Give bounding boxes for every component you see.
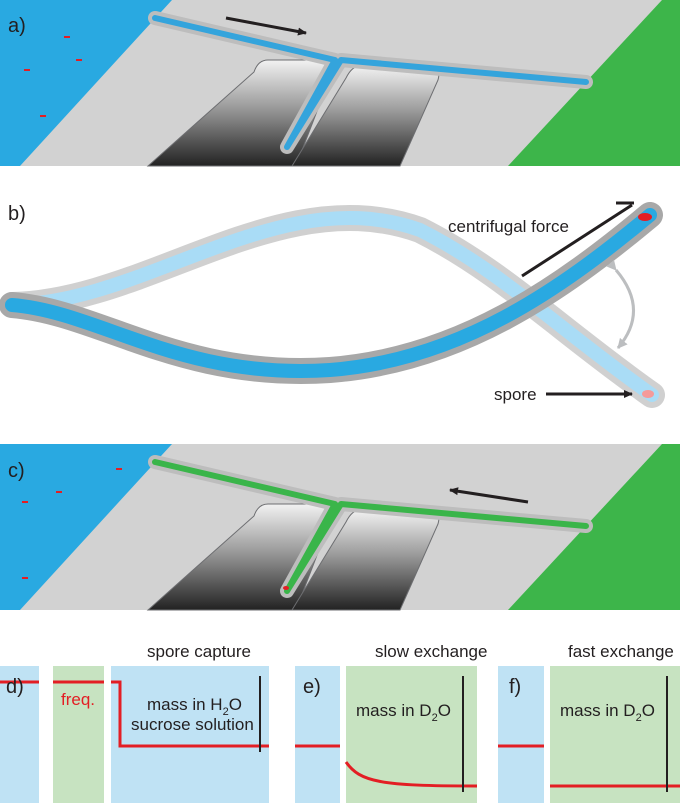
panel-c-left-reservoir (0, 444, 172, 610)
panel-d-bg-1 (0, 666, 39, 803)
panel-a-left-reservoir (0, 0, 172, 166)
panel-c-channel (152, 459, 589, 594)
panel-d-bg-3 (111, 666, 269, 803)
panel-d-freq-label: freq. (61, 690, 95, 709)
panel-b-label: b) (8, 203, 26, 225)
panel-d-label: d) (6, 676, 24, 698)
panel-d-bg-2 (53, 666, 104, 803)
panel-e-title: slow exchange (375, 642, 487, 661)
panel-a-right-reservoir (508, 0, 680, 166)
panel-d-signal (0, 680, 269, 748)
panel-f-mass-label: mass in D2O (560, 701, 655, 724)
panel-e-signal (295, 744, 478, 788)
panel-d: spore capture d) freq. mass in H2O sucro… (0, 642, 269, 803)
panel-b-vibration-arrow (606, 259, 635, 349)
panel-a-flow-arrow (225, 16, 307, 36)
panel-b: centrifugal force spore b) (0, 201, 665, 408)
panel-f-signal (498, 744, 680, 788)
panel-f-bg-2 (550, 666, 680, 803)
panel-e-bg-2 (346, 666, 477, 803)
panel-e-mass-label: mass in D2O (356, 701, 451, 724)
panel-d-title: spore capture (147, 642, 251, 661)
panel-a-particles (24, 36, 82, 117)
panel-f-bg-1 (498, 666, 544, 803)
panel-c: c) (0, 444, 680, 611)
panel-c-right-reservoir (508, 444, 680, 610)
panel-a-channel (152, 15, 589, 150)
panel-a: a) (0, 0, 680, 167)
panel-d-mass-label-line2: sucrose solution (131, 715, 254, 734)
panel-f-title: fast exchange (568, 642, 674, 661)
panel-b-spore-top (638, 213, 652, 221)
panel-b-resonator-upper (5, 211, 659, 402)
panel-e-label: e) (303, 676, 321, 698)
panel-c-spore (283, 586, 289, 590)
panel-c-particles (22, 468, 122, 579)
panel-f: fast exchange f) mass in D2O (498, 642, 680, 803)
panel-e: slow exchange e) mass in D2O (295, 642, 487, 803)
panel-b-force-arrow (521, 203, 633, 278)
panel-f-label: f) (509, 676, 521, 698)
panel-b-force-label: centrifugal force (448, 217, 569, 236)
panel-d-mass-label: mass in H2O (147, 695, 242, 718)
panel-b-spore-bottom (642, 390, 654, 398)
panel-e-bg-1 (295, 666, 340, 803)
panel-c-label: c) (8, 460, 25, 482)
panel-c-flow-arrow (449, 487, 529, 504)
panel-b-spore-label: spore (494, 385, 537, 404)
panel-a-label: a) (8, 15, 26, 37)
panel-b-resonator-lower (5, 208, 657, 378)
